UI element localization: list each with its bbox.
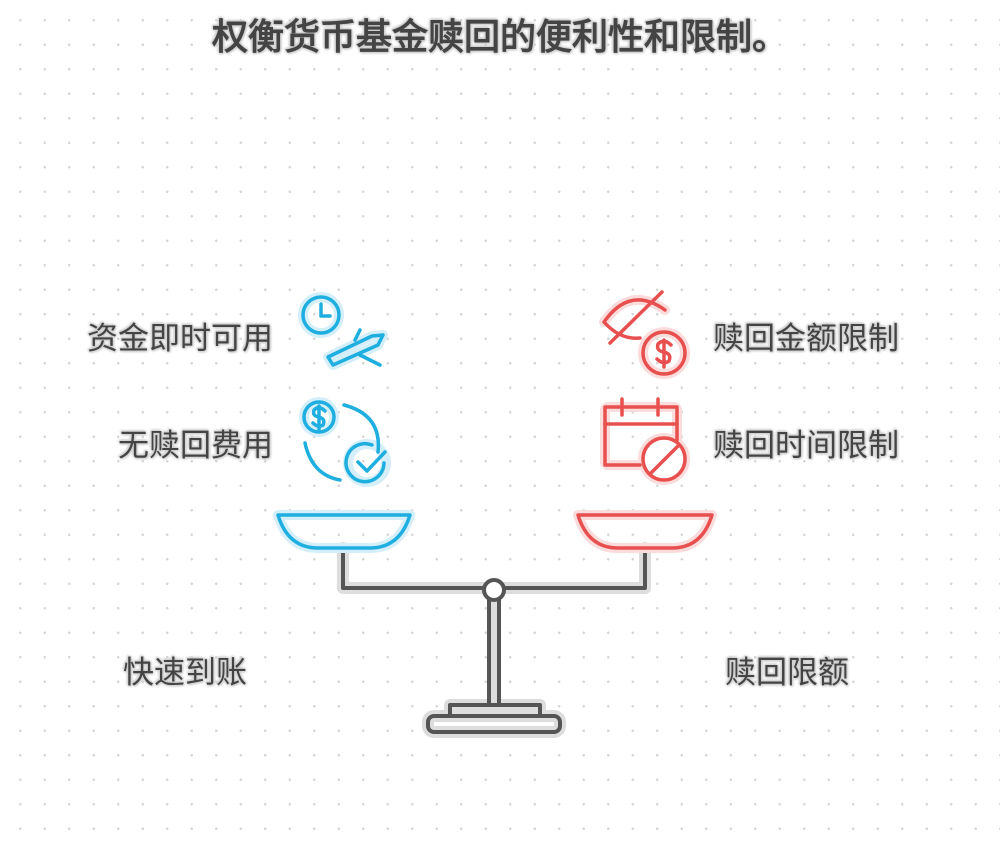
left-item-label: 资金即时可用 — [87, 321, 273, 357]
calendar-blocked-icon — [600, 397, 690, 485]
right-pan — [573, 510, 717, 553]
page-title: 权衡货币基金赎回的便利性和限制。 — [211, 17, 788, 58]
dollar-cycle-check-icon — [299, 397, 391, 487]
clock-airplane-icon — [298, 292, 388, 370]
scale-icon — [337, 542, 651, 738]
left-summary-label: 快速到账 — [123, 655, 247, 691]
hidden-dollar-icon — [599, 290, 690, 379]
left-item-label: 无赎回费用 — [118, 428, 273, 464]
right-item-label: 赎回时间限制 — [713, 428, 899, 464]
right-summary-label: 赎回限额 — [725, 655, 849, 691]
left-pan — [273, 510, 415, 553]
right-item-label: 赎回金额限制 — [713, 321, 899, 357]
